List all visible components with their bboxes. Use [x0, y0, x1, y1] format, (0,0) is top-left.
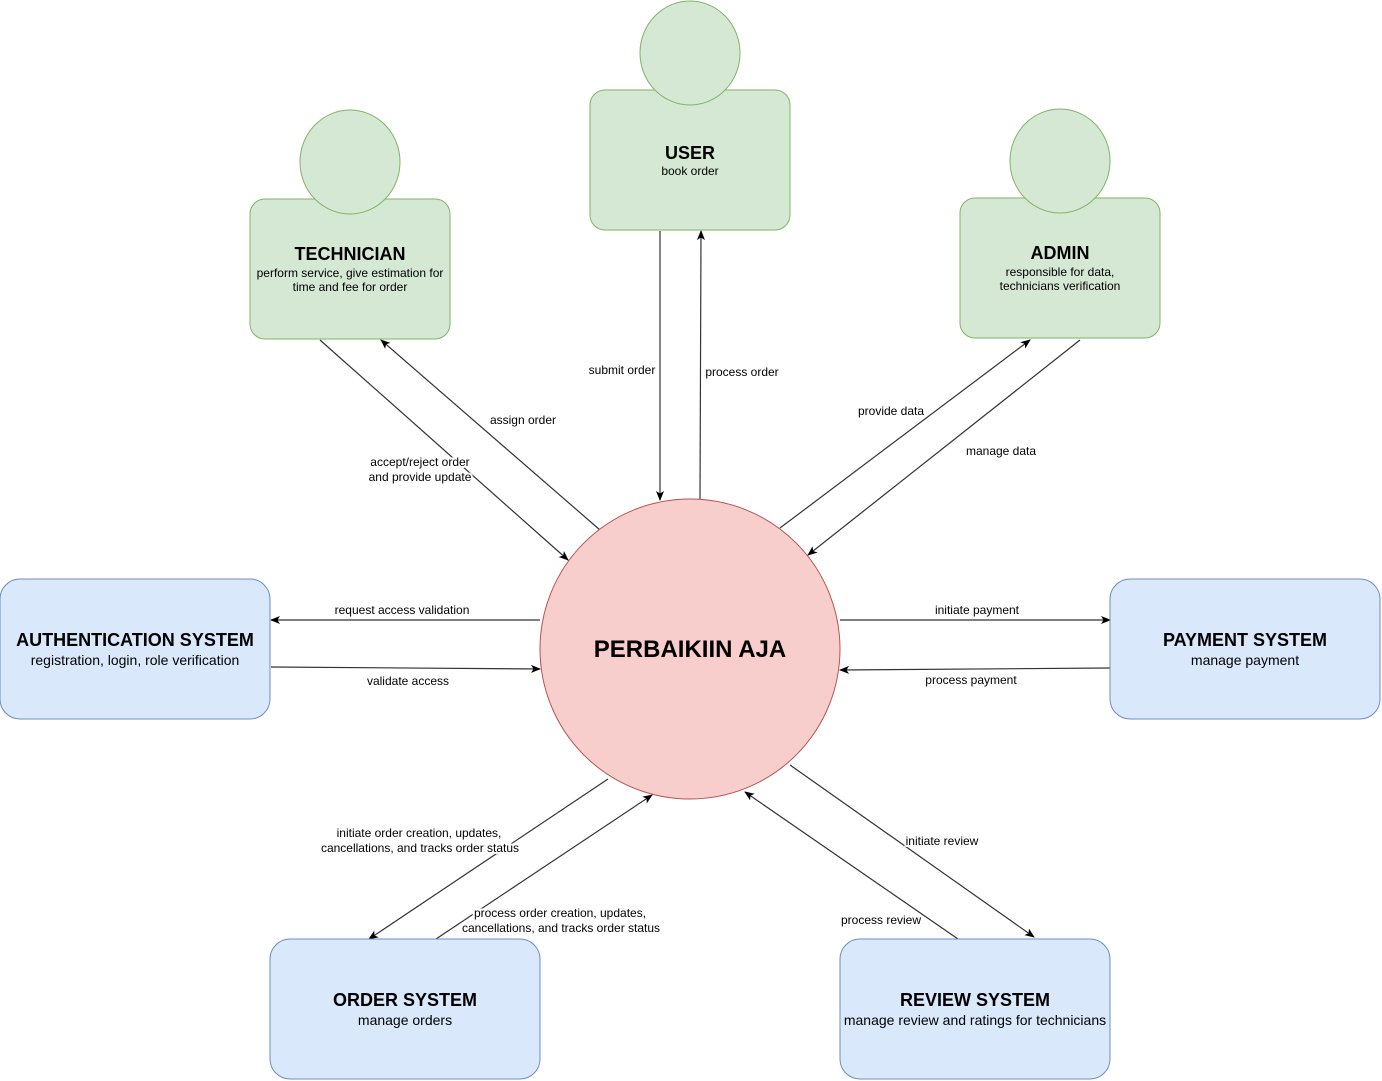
- system-authentication-box: [0, 578, 271, 720]
- actor-admin[interactable]: ADMIN responsible for data, technicians …: [959, 108, 1161, 339]
- flow-label-request-access: request access validation: [335, 603, 470, 617]
- core-process[interactable]: PERBAIKIIN AJA: [539, 498, 841, 800]
- system-authentication-title: AUTHENTICATION SYSTEM: [16, 630, 254, 650]
- flow-label-accept-reject-line-1: accept/reject order: [370, 455, 469, 469]
- system-authentication[interactable]: AUTHENTICATION SYSTEM registration, logi…: [0, 578, 271, 720]
- core-process-title: PERBAIKIIN AJA: [594, 636, 786, 663]
- flow-label-validate-access: validate access: [367, 674, 449, 688]
- system-review[interactable]: REVIEW SYSTEM manage review and ratings …: [839, 938, 1111, 1080]
- actor-technician-head: [299, 109, 401, 215]
- actor-admin-title: ADMIN: [1031, 243, 1090, 263]
- flow-process-order-arrow: [696, 230, 705, 500]
- flow-label-manage-data: manage data: [966, 444, 1036, 458]
- actor-user-desc: book order: [661, 164, 718, 178]
- flow-label-process-payment: process payment: [925, 673, 1017, 687]
- flow-lines: [270, 230, 1111, 940]
- system-payment[interactable]: PAYMENT SYSTEM manage payment: [1109, 578, 1381, 720]
- system-review-title: REVIEW SYSTEM: [900, 990, 1050, 1010]
- flow-labels: submit order process order assign order …: [319, 361, 1038, 937]
- flow-label-initiate-order-line-1: initiate order creation, updates,: [337, 826, 502, 840]
- system-order-box: [269, 938, 541, 1080]
- flow-process-payment-arrow: [839, 665, 1111, 674]
- core-process-circle: [539, 498, 841, 800]
- system-order-title: ORDER SYSTEM: [333, 990, 477, 1010]
- flow-label-process-order: process order: [705, 365, 778, 379]
- actor-user-head: [639, 0, 741, 106]
- actor-admin-head: [1009, 108, 1111, 214]
- system-order[interactable]: ORDER SYSTEM manage orders: [269, 938, 541, 1080]
- actor-technician-desc-line-2: time and fee for order: [293, 280, 408, 294]
- flow-label-provide-data: provide data: [858, 404, 924, 418]
- flow-provide-data-arrow: [779, 339, 1031, 529]
- system-payment-box: [1109, 578, 1381, 720]
- system-payment-desc: manage payment: [1191, 652, 1299, 668]
- flow-label-initiate-payment: initiate payment: [935, 603, 1020, 617]
- flow-label-process-order-creation-line-2: cancellations, and tracks order status: [462, 921, 660, 935]
- system-authentication-desc: registration, login, role verification: [31, 652, 240, 668]
- actor-admin-desc-line-1: responsible for data,: [1006, 265, 1115, 279]
- actor-technician[interactable]: TECHNICIAN perform service, give estimat…: [249, 109, 451, 340]
- system-review-box: [839, 938, 1111, 1080]
- actor-technician-title: TECHNICIAN: [295, 244, 406, 264]
- flow-assign-order-arrow: [380, 339, 601, 531]
- system-payment-title: PAYMENT SYSTEM: [1163, 630, 1327, 650]
- actor-technician-desc-line-1: perform service, give estimation for: [257, 266, 444, 280]
- flow-validate-access-arrow: [270, 664, 541, 673]
- flow-label-assign-order: assign order: [490, 413, 556, 427]
- flow-process-review-arrow: [744, 791, 959, 940]
- actor-admin-desc-line-2: technicians verification: [1000, 279, 1121, 293]
- flow-accept-reject-arrow: [319, 339, 569, 561]
- actor-user[interactable]: USER book order: [589, 0, 791, 231]
- flow-initiate-review-arrow: [789, 764, 1035, 938]
- flow-label-accept-reject-line-2: and provide update: [369, 470, 472, 484]
- flow-label-submit-order: submit order: [589, 363, 656, 377]
- system-order-desc: manage orders: [358, 1012, 452, 1028]
- flow-initiate-order-arrow: [368, 778, 609, 940]
- flow-label-process-order-creation-line-1: process order creation, updates,: [474, 906, 646, 920]
- system-review-desc: manage review and ratings for technician…: [844, 1012, 1106, 1028]
- flow-label-initiate-order-line-2: cancellations, and tracks order status: [321, 841, 519, 855]
- actor-user-title: USER: [665, 143, 715, 163]
- flow-label-initiate-review: initiate review: [906, 834, 979, 848]
- flow-process-order-creation-arrow: [435, 794, 653, 940]
- flow-label-process-review: process review: [841, 913, 921, 927]
- flow-manage-data-arrow: [807, 339, 1081, 556]
